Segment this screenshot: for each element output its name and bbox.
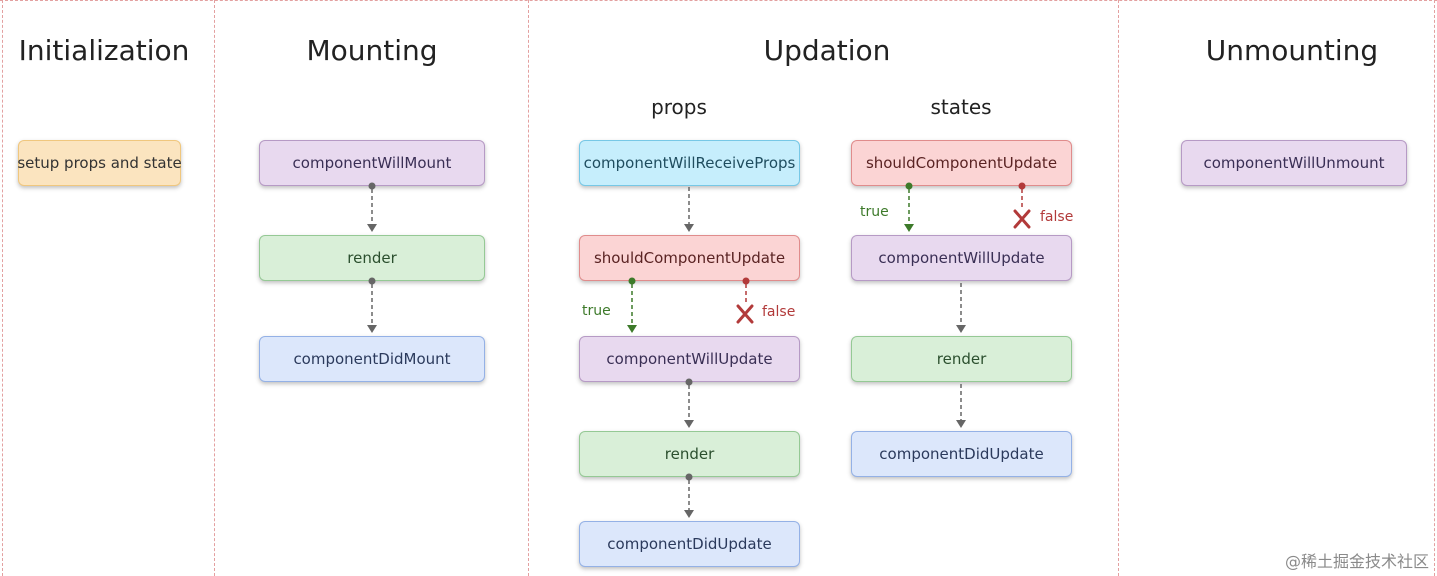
label-props-true: true — [582, 303, 611, 319]
arrow-props-false — [742, 277, 750, 302]
arrow-states-1 — [956, 283, 966, 333]
box-props-component-did-update: componentDidUpdate — [579, 521, 800, 567]
phase-title-updation: Updation — [763, 34, 891, 67]
arrow-props-1 — [684, 187, 694, 232]
box-mounting-component-will-mount: componentWillMount — [259, 140, 485, 186]
arrow-states-true — [904, 182, 914, 232]
divider-updation-unmounting — [1118, 0, 1119, 576]
label-states-true: true — [860, 204, 889, 220]
arrow-mount-1 — [367, 182, 377, 232]
box-states-component-did-update: componentDidUpdate — [851, 431, 1072, 477]
label-props-false: false — [762, 304, 796, 320]
label-states-false: false — [1040, 209, 1074, 225]
box-props-component-will-receive-props: componentWillReceiveProps — [579, 140, 800, 186]
box-props-component-will-update: componentWillUpdate — [579, 336, 800, 382]
arrow-mount-2 — [367, 277, 377, 333]
box-component-will-unmount: componentWillUnmount — [1181, 140, 1407, 186]
box-setup-props-and-state: setup props and state — [17, 140, 182, 186]
box-states-component-will-update: componentWillUpdate — [851, 235, 1072, 281]
subtitle-states: states — [930, 95, 992, 119]
box-states-should-component-update: shouldComponentUpdate — [851, 140, 1072, 186]
watermark: @稀土掘金技术社区 — [1284, 552, 1429, 571]
arrow-states-false — [1018, 182, 1026, 207]
box-states-render: render — [851, 336, 1072, 382]
arrow-states-2 — [956, 384, 966, 428]
phase-title-mounting: Mounting — [306, 34, 438, 67]
divider-mounting-updation — [528, 0, 529, 576]
cross-icon-props — [736, 304, 754, 324]
box-mounting-render: render — [259, 235, 485, 281]
arrow-props-2 — [684, 378, 694, 428]
divider-init-mounting — [214, 0, 215, 576]
box-props-render: render — [579, 431, 800, 477]
box-mounting-component-did-mount: componentDidMount — [259, 336, 485, 382]
arrow-props-3 — [684, 473, 694, 518]
subtitle-props: props — [651, 95, 707, 119]
divider-left-edge — [2, 0, 3, 576]
phase-title-initialization: Initialization — [18, 34, 190, 67]
top-divider — [0, 0, 1437, 1]
arrow-props-true — [627, 277, 637, 333]
cross-icon-states — [1013, 209, 1031, 229]
phase-title-unmounting: Unmounting — [1205, 34, 1379, 67]
box-props-should-component-update: shouldComponentUpdate — [579, 235, 800, 281]
divider-right-edge — [1434, 0, 1435, 576]
